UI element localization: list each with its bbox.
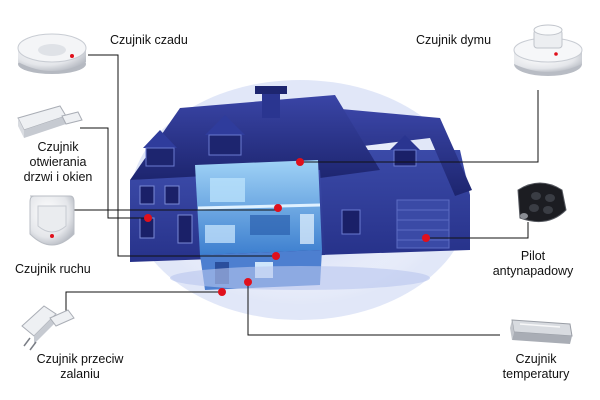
ceiling-detector-icon <box>17 33 87 74</box>
pir-motion-sensor-icon <box>29 195 75 246</box>
dot-smoke <box>296 158 304 166</box>
smoke-detector-icon <box>513 24 583 76</box>
flood-sensor-icon <box>21 305 75 351</box>
connector-lines <box>65 54 539 336</box>
label-czujnik-dymu: Czujnik dymu <box>416 33 492 47</box>
label-czujnik-temperatury: Czujnik temperatury <box>502 352 570 381</box>
line-pilot <box>426 222 529 239</box>
label-czujnik-czadu: Czujnik czadu <box>110 33 188 47</box>
line-otwierania <box>80 127 148 219</box>
line-dymu <box>300 90 539 163</box>
dot-remote <box>422 234 430 242</box>
house-illustration <box>130 86 472 290</box>
dot-flood <box>218 288 226 296</box>
key-fob-remote-icon <box>517 182 567 223</box>
dot-temp <box>244 278 252 286</box>
dot-door <box>144 214 152 222</box>
magnetic-contact-icon <box>17 105 83 138</box>
label-czujnik-ruchu: Czujnik ruchu <box>15 262 91 276</box>
label-czujnik-otwierania: Czujnik otwierania drzwi i okien <box>23 140 93 184</box>
line-czadu <box>88 54 276 257</box>
label-pilot-antynapadowy: Pilot antynapadowy <box>492 249 574 278</box>
temperature-sensor-icon <box>510 319 573 344</box>
sensor-dots <box>144 158 430 296</box>
dot-co <box>272 252 280 260</box>
label-czujnik-przeciw-zalaniu: Czujnik przeciw zalaniu <box>36 352 124 381</box>
line-temperatury <box>247 282 500 336</box>
dot-motion <box>274 204 282 212</box>
line-zalaniu <box>65 291 222 312</box>
